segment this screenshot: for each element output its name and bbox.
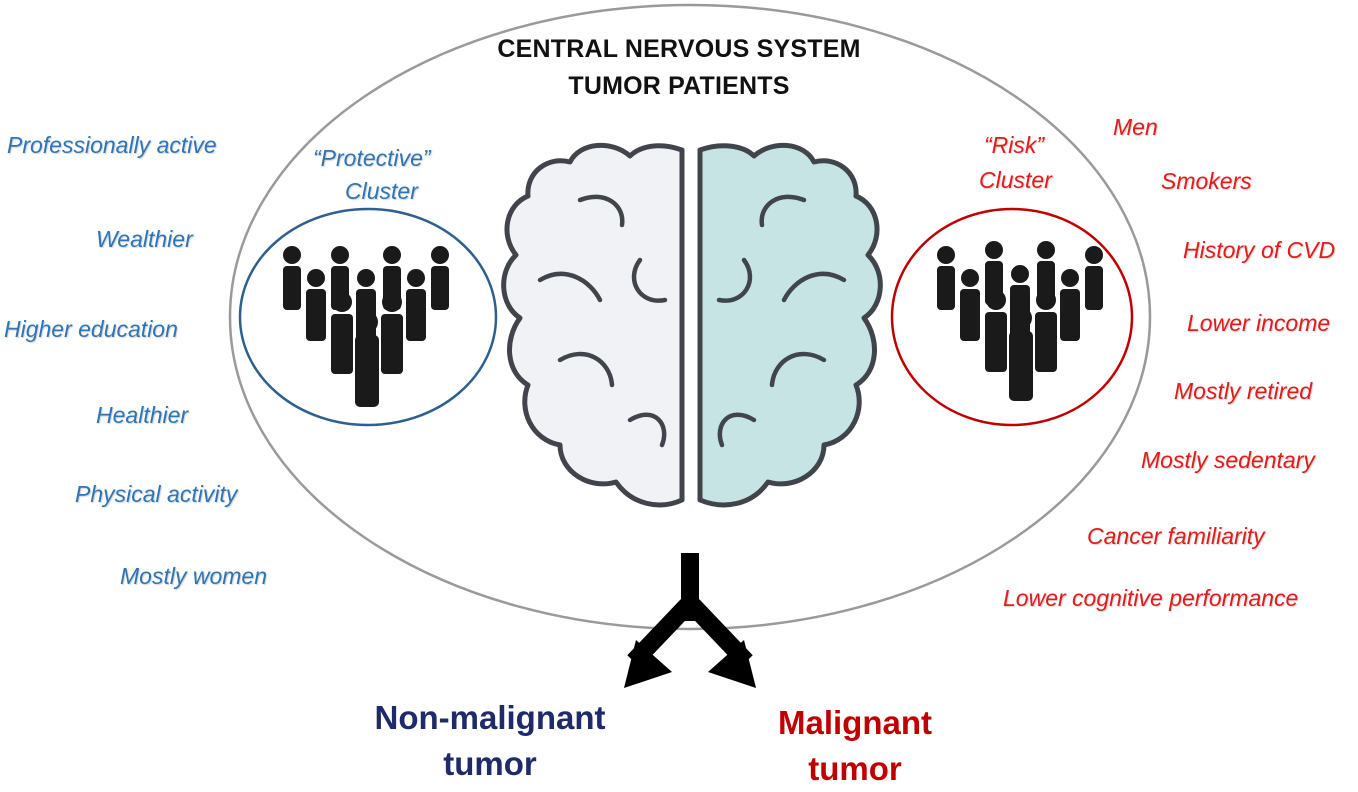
non-malignant-line2: tumor: [443, 745, 537, 782]
malignant-line2: tumor: [808, 750, 902, 787]
malignant-line1: Malignant: [778, 704, 932, 741]
non-malignant-outcome: Non-malignant tumor: [330, 695, 650, 787]
diagram-title-line2: TUMOR PATIENTS: [568, 72, 790, 100]
risk-factor: Cancer familiarity: [1087, 523, 1265, 549]
risk-cluster-label-line2: Cluster: [979, 167, 1052, 193]
risk-factor: Lower income: [1187, 310, 1331, 336]
protective-factor: Professionally active: [7, 132, 217, 158]
risk-factor: History of CVD: [1183, 237, 1336, 263]
patients-ellipse: [228, 3, 1152, 631]
diagram-title-line1: CENTRAL NERVOUS SYSTEM: [497, 35, 861, 63]
risk-cluster-label-line1: “Risk”: [984, 132, 1045, 158]
malignant-outcome: Malignant tumor: [715, 700, 995, 792]
protective-factor: Wealthier: [96, 226, 193, 252]
protective-cluster-label-line1: “Protective”: [313, 145, 431, 171]
risk-factor: Smokers: [1161, 168, 1252, 194]
split-arrow-icon: [624, 553, 756, 688]
risk-people-group-icon: [937, 241, 1103, 401]
protective-factor: Physical activity: [75, 481, 238, 507]
protective-cluster-label-line2: Cluster: [345, 178, 418, 204]
protective-cluster-ellipse: [238, 207, 498, 427]
brain-icon: [501, 142, 883, 508]
protective-factor: Healthier: [96, 402, 189, 428]
risk-cluster-ellipse: [890, 207, 1134, 427]
risk-factor: Lower cognitive performance: [1003, 585, 1299, 611]
non-malignant-line1: Non-malignant: [374, 699, 606, 736]
risk-factor: Mostly sedentary: [1141, 447, 1315, 473]
protective-factor: Higher education: [4, 316, 178, 342]
risk-factor: Mostly retired: [1174, 378, 1313, 404]
protective-people-group-icon: [283, 246, 449, 407]
risk-factor: Men: [1113, 114, 1158, 140]
protective-factor: Mostly women: [120, 563, 267, 589]
